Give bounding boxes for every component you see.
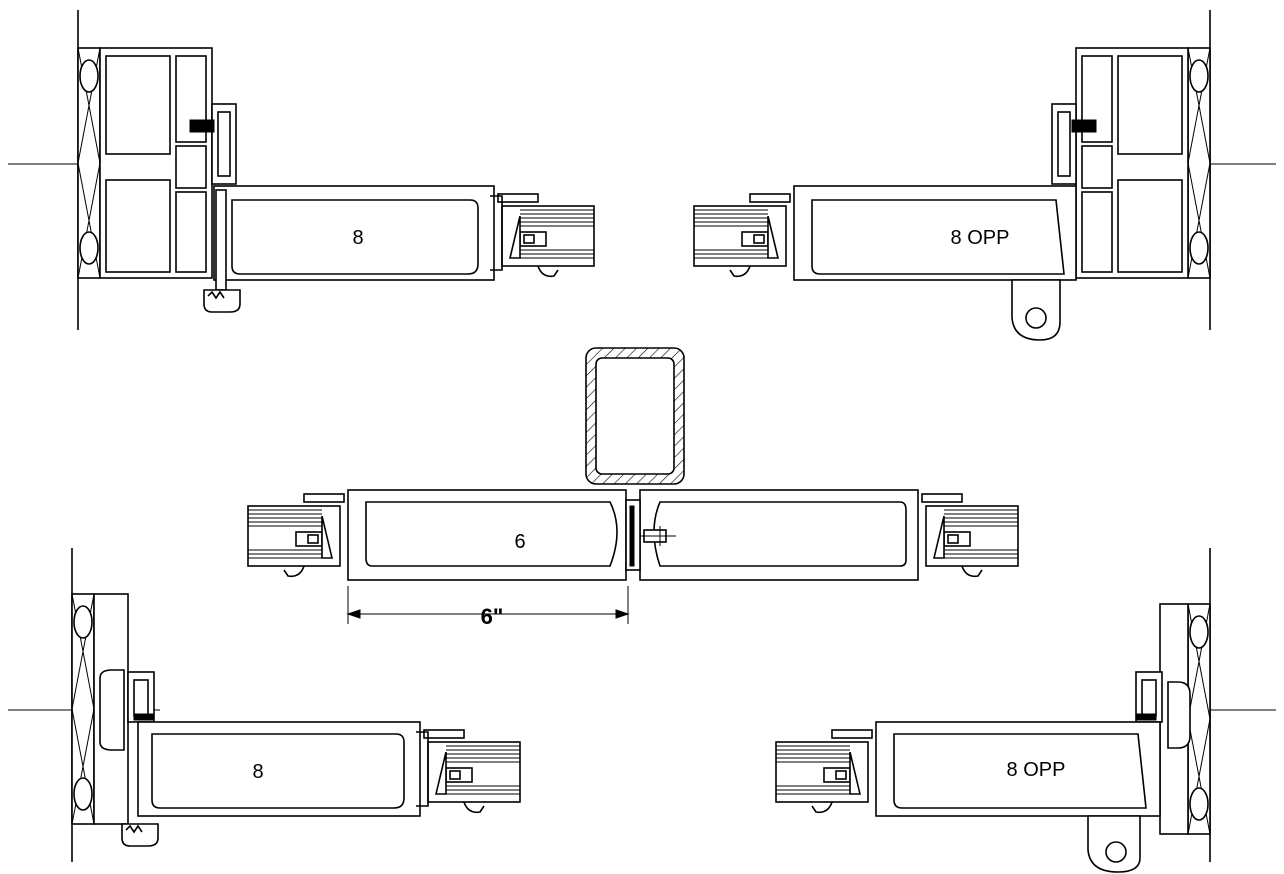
- bottom-left-label: 8: [252, 761, 263, 783]
- top-right-assembly: 8 OPP: [693, 10, 1276, 341]
- center-label: 6: [514, 531, 525, 553]
- bottom-right-label: 8 OPP: [1007, 759, 1066, 781]
- bottom-left-assembly: 8: [8, 548, 521, 862]
- dimension-label: 6": [481, 604, 504, 629]
- top-right-label: 8 OPP: [951, 227, 1010, 249]
- width-dimension: 6": [346, 586, 630, 629]
- center-assembly: 6: [247, 489, 1019, 581]
- steel-tube: [585, 347, 685, 485]
- bottom-right-assembly: 8 OPP: [775, 548, 1276, 873]
- top-left-label: 8: [352, 227, 363, 249]
- top-left-assembly: 8: [8, 10, 595, 330]
